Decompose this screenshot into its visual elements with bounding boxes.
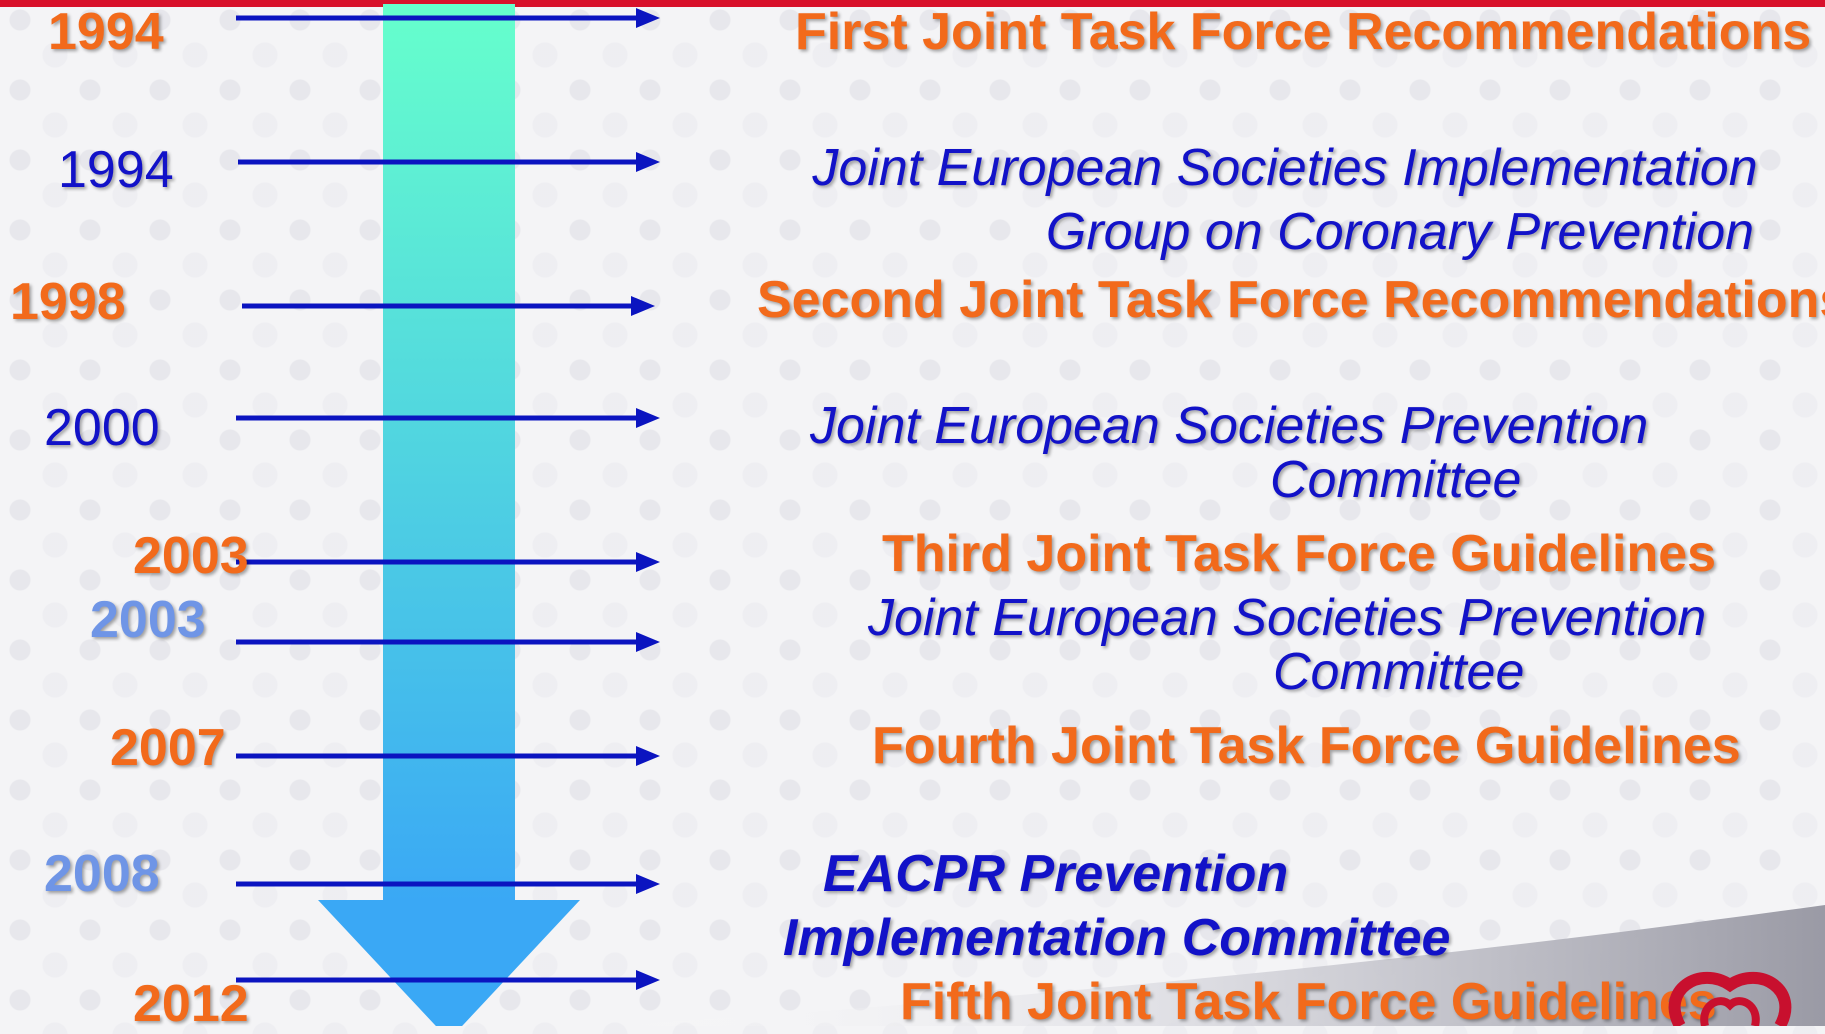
year-label: 1994	[48, 3, 164, 61]
top-accent-bar	[0, 0, 1825, 7]
connector-arrowhead	[636, 746, 660, 766]
year-label: 2012	[133, 975, 249, 1033]
year-label: 2000	[44, 399, 160, 457]
connector-arrowhead	[636, 632, 660, 652]
event-line: Committee	[1270, 451, 1522, 509]
year-label: 1998	[10, 273, 126, 331]
event-line: Implementation Committee	[783, 909, 1451, 967]
timeline-arrow-head	[318, 900, 580, 1026]
event-label: Joint European Societies Prevention Comm…	[868, 586, 1768, 704]
year-label: 1994	[58, 141, 174, 199]
year-label: 2008	[44, 845, 160, 903]
event-label: EACPR Prevention Implementation Committe…	[783, 842, 1450, 970]
event-line: First Joint Task Force Recommendations	[795, 3, 1812, 61]
event-line: Joint European Societies Implementation	[812, 139, 1758, 197]
event-line: Third Joint Task Force Guidelines	[882, 525, 1717, 583]
event-line: Committee	[1273, 643, 1525, 701]
event-line: Joint European Societies Prevention	[868, 589, 1707, 647]
connector-arrowhead	[636, 552, 660, 572]
connector-arrowhead	[636, 152, 660, 172]
connector-arrowhead	[636, 874, 660, 894]
year-label: 2007	[110, 719, 226, 777]
event-line: Group on Coronary Prevention	[1045, 203, 1755, 261]
event-line: Fifth Joint Task Force Guidelines	[900, 973, 1717, 1031]
event-line: Fourth Joint Task Force Guidelines	[872, 717, 1741, 775]
year-label: 2003	[90, 591, 206, 649]
event-label: Third Joint Task Force Guidelines	[882, 522, 1716, 586]
event-line: Joint European Societies Prevention	[810, 397, 1649, 455]
year-label: 2003	[133, 527, 249, 585]
event-label: Joint European Societies Prevention Comm…	[810, 394, 1710, 512]
connector-arrowhead	[636, 970, 660, 990]
event-label: Fifth Joint Task Force Guidelines	[900, 970, 1717, 1034]
connector-arrowhead	[631, 296, 655, 316]
event-label: First Joint Task Force Recommendations	[795, 0, 1811, 64]
event-label: Joint European Societies Implementation …	[780, 136, 1790, 264]
event-line: Second Joint Task Force Recommendations	[757, 271, 1825, 329]
connector-arrowhead	[636, 408, 660, 428]
event-label: Second Joint Task Force Recommendations	[757, 268, 1825, 332]
event-line: EACPR Prevention	[823, 845, 1289, 903]
connector-arrowhead	[636, 8, 660, 28]
event-label: Fourth Joint Task Force Guidelines	[872, 714, 1741, 778]
